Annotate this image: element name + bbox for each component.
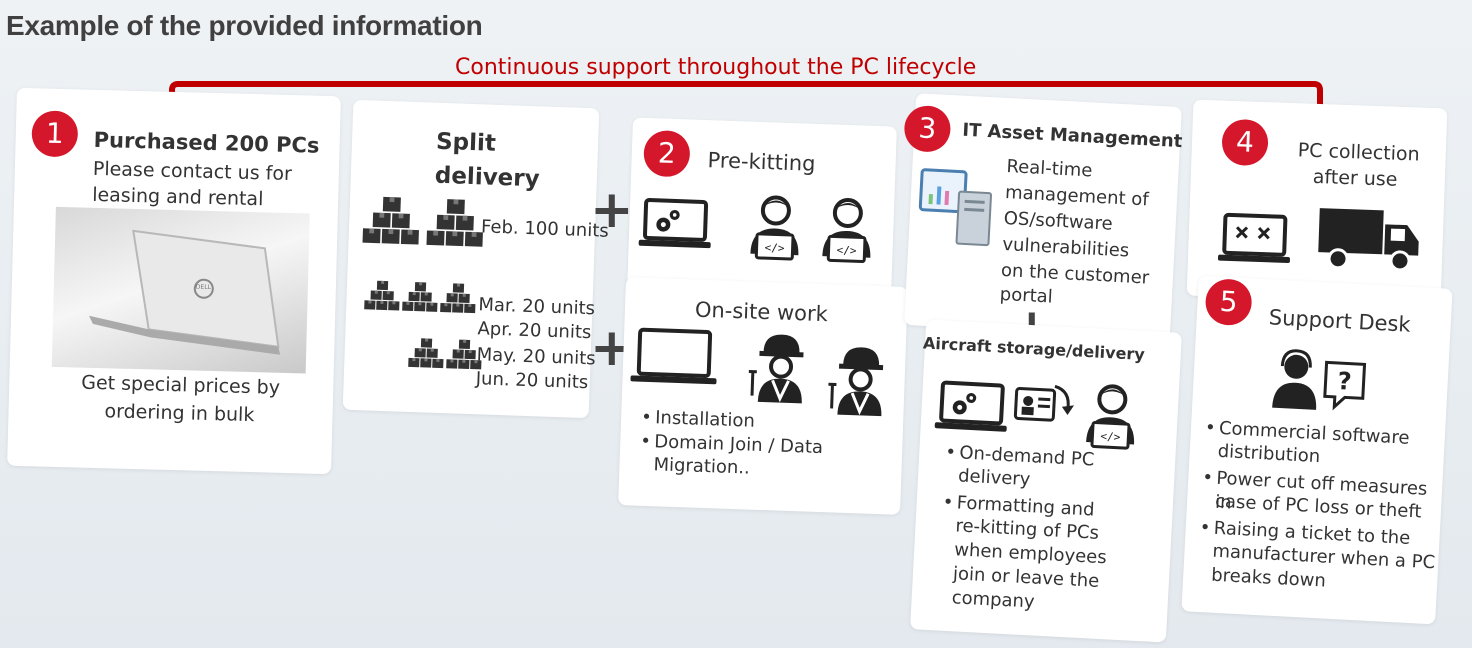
split-row-may: May. 20 units xyxy=(476,344,596,370)
card-support-desk: 5 Support Desk ? Commercial software dis… xyxy=(1181,275,1453,625)
split-row-mar: Mar. 20 units xyxy=(478,294,596,320)
step3-title: IT Asset Management xyxy=(961,119,1183,153)
truck-icon xyxy=(1318,208,1419,272)
step1-bottom-line2: ordering in bulk xyxy=(104,400,255,427)
boxes-icon-large xyxy=(362,196,494,270)
step1-title: Purchased 200 PCs xyxy=(93,127,320,158)
plus-icon: + xyxy=(590,180,634,240)
step4-title-line2: after use xyxy=(1312,165,1398,191)
aircraft-bullet-cont: delivery xyxy=(957,465,1031,491)
support-agent-icon: ? xyxy=(1272,349,1367,411)
card-pc-collection: 4 PC collection after use xyxy=(1186,99,1448,305)
server-monitor-icon xyxy=(918,168,993,247)
onsite-title: On-site work xyxy=(694,297,829,327)
laptop-image xyxy=(89,229,281,355)
laptop-gear-icon xyxy=(934,378,1017,438)
card-it-asset: 3 IT Asset Management Real-time manageme… xyxy=(903,93,1183,339)
onsite-bullet-line: Domain Join / Data xyxy=(653,431,824,459)
step3-line1: Real-time xyxy=(1005,156,1093,182)
step3-line2: management of xyxy=(1004,182,1150,211)
onsite-bullet-cont: Migration.. xyxy=(653,454,751,479)
split-title-line1: Split xyxy=(435,128,497,157)
card-aircraft-storage: Aircraft storage/delivery On-demand PC d… xyxy=(910,319,1182,643)
broken-laptop-icon xyxy=(1217,212,1290,264)
step1-subtitle-line2: leasing and rental xyxy=(91,183,264,211)
step-number-2: 2 xyxy=(643,129,691,178)
coder-icon xyxy=(1082,382,1141,451)
laptop-photo: DELL xyxy=(51,206,310,374)
construction-worker-icon xyxy=(750,332,812,406)
step4-title-line1: PC collection xyxy=(1297,139,1421,166)
aircraft-bullet-cont: company xyxy=(951,587,1036,613)
split-row-jun: Jun. 20 units xyxy=(475,368,589,394)
step1-bottom-line1: Get special prices by xyxy=(81,371,281,399)
boxes-icon-small-1 xyxy=(364,280,485,324)
step1-subtitle-line1: Please contact us for xyxy=(92,157,293,186)
step-number-1: 1 xyxy=(31,110,79,158)
aircraft-title: Aircraft storage/delivery xyxy=(922,333,1146,364)
page-heading: Example of the provided information xyxy=(6,10,483,41)
coder-icon xyxy=(746,194,804,262)
svg-text:?: ? xyxy=(1337,367,1352,396)
coder-icon xyxy=(818,196,876,264)
split-title-line2: delivery xyxy=(434,162,541,193)
step3-line3: OS/software xyxy=(1003,207,1114,235)
step2-title: Pre-kitting xyxy=(707,148,816,176)
lifecycle-banner: Continuous support throughout the PC lif… xyxy=(455,55,977,80)
onsite-bullets: Installation Domain Join / Data xyxy=(640,406,824,460)
split-row-apr: Apr. 20 units xyxy=(477,318,592,344)
card-split-delivery: Split delivery Feb. 100 units Mar. 20 un… xyxy=(342,99,609,419)
id-card-return-icon xyxy=(1013,384,1074,422)
construction-worker-icon xyxy=(829,344,891,418)
support-bullet-cont: distribution xyxy=(1217,440,1321,468)
card-onsite-work: On-site work Installation Domain Join / … xyxy=(618,277,908,515)
card-pre-kitting: 2 Pre-kitting xyxy=(627,117,897,299)
card-purchase: 1 Purchased 200 PCs Please contact us fo… xyxy=(7,87,341,475)
step-number-4: 4 xyxy=(1221,118,1269,167)
laptop-icon xyxy=(630,327,717,385)
step3-line4: vulnerabilities xyxy=(1001,233,1130,262)
step-number-5: 5 xyxy=(1204,277,1253,327)
support-bullet-cont: breaks down xyxy=(1210,564,1327,592)
laptop-gear-icon xyxy=(638,196,720,255)
laptop-logo: DELL xyxy=(195,283,212,291)
step5-title: Support Desk xyxy=(1268,305,1412,337)
